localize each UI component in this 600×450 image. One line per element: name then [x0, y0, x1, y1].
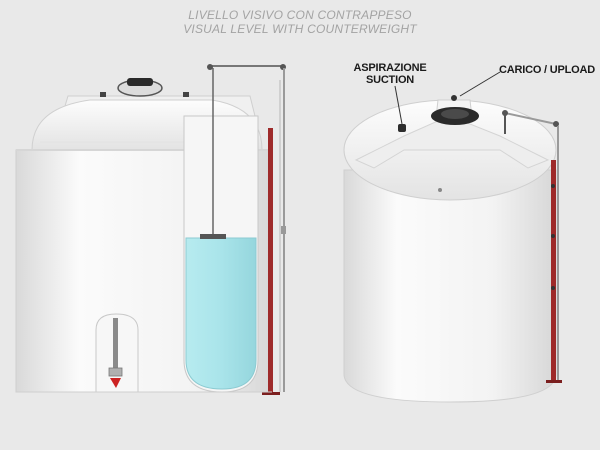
right-pulley-rail — [504, 112, 557, 125]
diagram-title-italian: LIVELLO VISIVO CON CONTRAPPESO — [188, 8, 412, 22]
level-rod-base — [262, 392, 280, 395]
upload-inlet-icon — [451, 95, 457, 101]
suction-label: ASPIRAZIONE SUCTION — [348, 62, 432, 86]
suction-pipe — [113, 318, 118, 370]
upload-label: CARICO / UPLOAD — [498, 64, 595, 76]
suction-valve-icon — [110, 378, 121, 388]
right-tank-exterior — [343, 95, 562, 403]
left-tank-fitting — [100, 92, 106, 97]
diagram-title-english: VISUAL LEVEL WITH COUNTERWEIGHT — [183, 22, 417, 36]
suction-label-italian: ASPIRAZIONE — [353, 62, 427, 74]
float — [200, 234, 226, 239]
pulley-left-icon — [207, 64, 213, 70]
suction-label-english: SUCTION — [365, 74, 415, 86]
suction-inlet-icon — [398, 124, 406, 132]
right-tank-body — [343, 169, 557, 403]
suction-leader-line — [394, 85, 403, 125]
right-level-indicator-rod — [551, 160, 556, 382]
dome-ribs — [354, 119, 550, 169]
upload-leader-line — [459, 71, 501, 97]
left-tank-cutaway — [15, 64, 286, 395]
left-tank-fitting — [183, 92, 189, 97]
left-tank-lid-cap — [127, 78, 153, 86]
counterweight — [281, 226, 286, 234]
level-indicator-rod — [268, 128, 273, 394]
liquid-level — [185, 237, 257, 390]
